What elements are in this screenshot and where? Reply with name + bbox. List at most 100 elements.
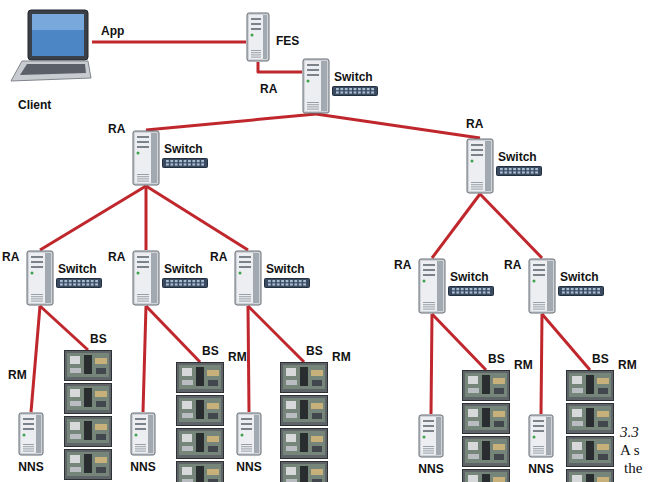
switch-port xyxy=(345,91,348,93)
switch-port xyxy=(531,168,534,170)
board-chip xyxy=(598,454,608,460)
switch-icon xyxy=(162,278,208,288)
drive-slot xyxy=(135,428,146,430)
drive-slot xyxy=(307,69,319,71)
network-link xyxy=(432,194,480,258)
switch-port xyxy=(487,288,490,290)
server-body xyxy=(467,139,493,193)
nns-server: NNS xyxy=(130,412,156,456)
switch-port xyxy=(268,280,271,282)
device-label: Switch xyxy=(334,70,373,84)
board-chip xyxy=(196,400,204,419)
device-label: Switch xyxy=(58,262,97,276)
board-chip xyxy=(84,421,92,440)
ra-server: RASwitch xyxy=(418,258,446,314)
switch-port xyxy=(371,88,374,90)
board-chip xyxy=(312,413,322,419)
switch-port xyxy=(474,291,477,293)
switch-port xyxy=(277,280,280,282)
switch-port xyxy=(299,283,302,285)
switch-icon xyxy=(56,278,102,288)
switch-port xyxy=(465,288,468,290)
board-frame xyxy=(463,371,510,401)
drive-slot xyxy=(31,261,43,263)
status-led xyxy=(137,152,140,155)
board-frame xyxy=(463,404,510,434)
vent-line xyxy=(533,309,545,310)
device-label: RA xyxy=(2,250,19,264)
server-front xyxy=(531,417,546,455)
link-label: App xyxy=(100,24,125,38)
network-link xyxy=(542,314,590,370)
switch-port xyxy=(294,280,297,282)
switch-port xyxy=(478,288,481,290)
drive-slot xyxy=(251,18,261,20)
server-icon xyxy=(26,250,54,306)
vent-line xyxy=(533,306,545,307)
switch-port xyxy=(483,288,486,290)
board-chip xyxy=(286,446,297,451)
switch-port xyxy=(461,291,464,293)
board-chip xyxy=(286,401,296,409)
switch-port xyxy=(188,280,191,282)
network-link xyxy=(316,114,480,138)
board-chip xyxy=(95,391,107,397)
switch-port xyxy=(166,163,169,165)
switch-body xyxy=(57,279,102,288)
drive-slot xyxy=(533,269,545,271)
board-chip xyxy=(70,434,81,439)
switch-port xyxy=(303,280,306,282)
server-side xyxy=(547,261,553,311)
device-label: NNS xyxy=(418,462,443,476)
server-body xyxy=(133,131,159,185)
switch-port xyxy=(272,280,275,282)
drive-slot xyxy=(423,264,435,266)
board-chip xyxy=(70,455,80,463)
server-front xyxy=(249,15,263,59)
switch-port xyxy=(95,280,98,282)
board-chip xyxy=(182,479,193,482)
switch-port xyxy=(588,291,591,293)
nns-server: NNS xyxy=(18,412,44,456)
network-link xyxy=(146,306,200,362)
device-label: RA xyxy=(466,117,483,131)
switch-icon xyxy=(332,86,378,96)
switch-body xyxy=(559,287,604,296)
board-chip xyxy=(312,380,322,386)
board-chip xyxy=(300,466,308,482)
board-chip xyxy=(96,368,106,374)
vent-line xyxy=(137,176,149,177)
switch-port xyxy=(82,280,85,282)
board-frame xyxy=(177,363,224,393)
board-stack: BS xyxy=(176,362,224,482)
page-text-fragment: A s xyxy=(620,442,640,459)
drive-slot xyxy=(251,23,261,25)
board-chip xyxy=(96,467,106,473)
boards-icon xyxy=(176,362,224,482)
server-front xyxy=(421,417,436,455)
switch-port xyxy=(201,280,204,282)
status-led xyxy=(423,280,426,283)
switch-port xyxy=(470,291,473,293)
board-chip xyxy=(207,403,219,409)
server-side xyxy=(437,261,443,311)
drive-slot xyxy=(135,423,146,425)
switch-port xyxy=(192,163,195,165)
switch-port xyxy=(478,291,481,293)
vent-line xyxy=(423,306,435,307)
device-label: Switch xyxy=(560,270,599,284)
switch-port xyxy=(166,280,169,282)
vent-line xyxy=(135,448,146,449)
status-led xyxy=(307,80,310,83)
boards-icon xyxy=(280,362,328,482)
switch-port xyxy=(566,291,569,293)
nns-server: NNS xyxy=(528,414,554,458)
drive-slot xyxy=(533,274,545,276)
server-icon xyxy=(236,412,262,456)
board-chip xyxy=(572,454,583,459)
switch-port xyxy=(277,283,280,285)
vent-line xyxy=(251,54,261,55)
board-chip xyxy=(586,441,594,460)
server-body xyxy=(419,259,445,313)
switch-port xyxy=(522,168,525,170)
